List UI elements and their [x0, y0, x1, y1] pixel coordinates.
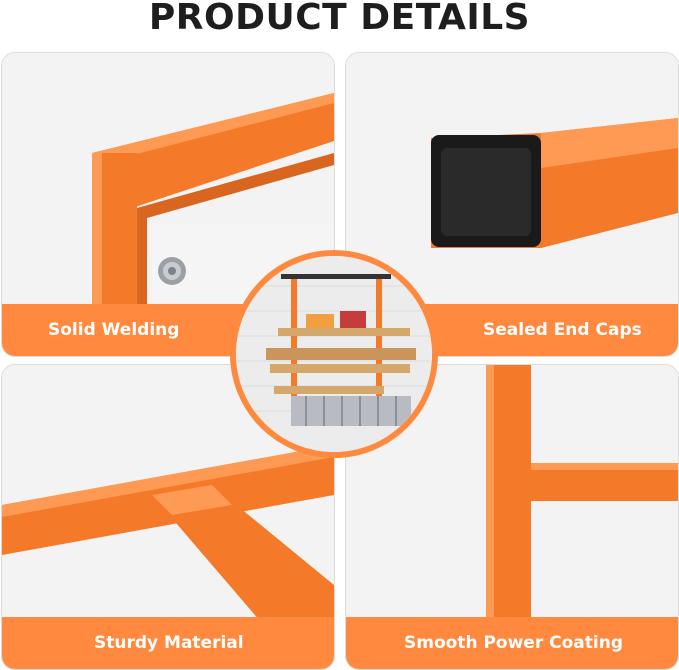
center-product-image: [230, 250, 438, 458]
bolt-icon: [158, 257, 186, 285]
page-title: PRODUCT DETAILS: [148, 0, 531, 38]
panel-label: Sturdy Material: [2, 617, 334, 669]
panel-label: Smooth Power Coating: [346, 617, 678, 669]
panel-smooth-power-coating: Smooth Power Coating: [345, 364, 679, 670]
panel-solid-welding: Solid Welding: [1, 52, 335, 357]
shelving-scene-image: [236, 256, 432, 452]
